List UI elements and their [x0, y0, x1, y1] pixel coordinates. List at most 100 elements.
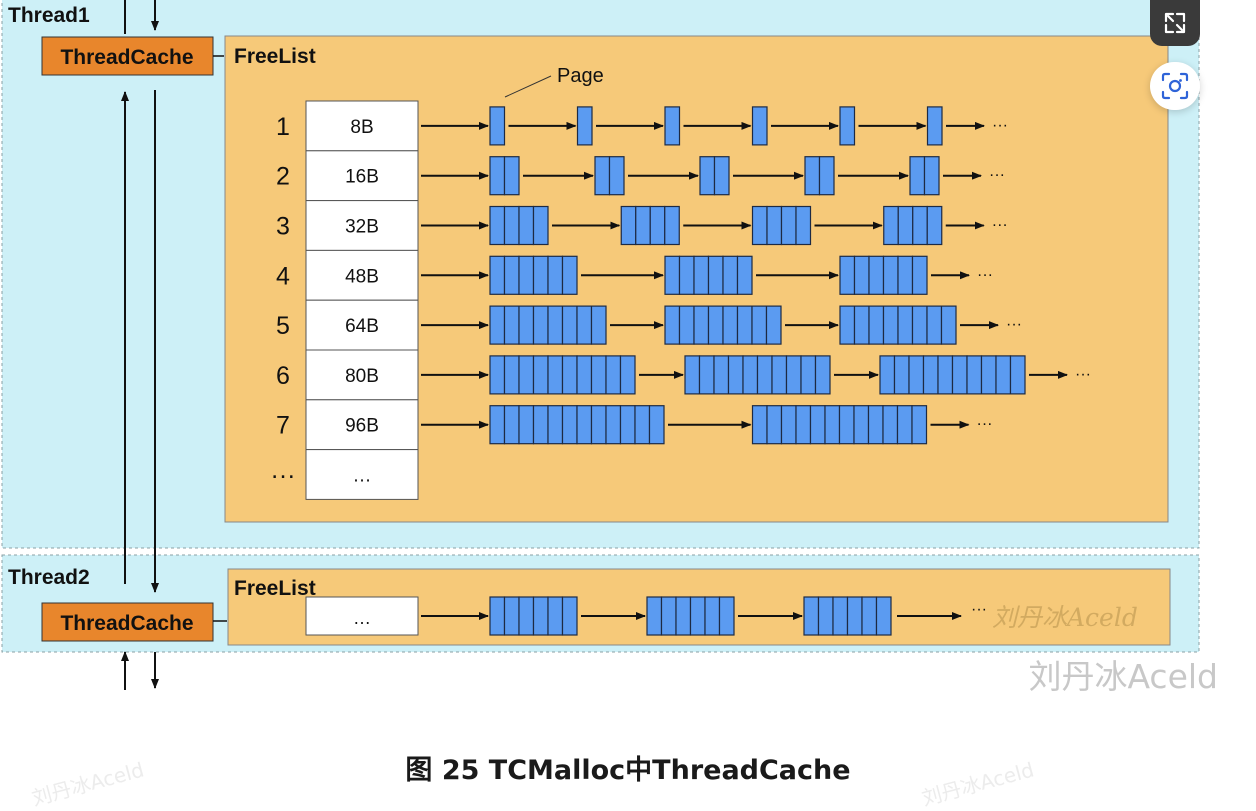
memory-block	[922, 355, 939, 395]
page-group	[926, 106, 943, 146]
thread1-cache-box	[41, 36, 214, 76]
freelist2-chain: …···	[305, 596, 987, 636]
memory-block	[503, 355, 520, 395]
memory-block	[608, 156, 625, 196]
memory-block	[814, 355, 831, 395]
memory-block	[698, 355, 715, 395]
memory-block	[547, 405, 564, 445]
memory-block	[868, 305, 885, 345]
memory-block	[576, 106, 593, 146]
memory-block	[664, 255, 681, 295]
memory-block	[751, 205, 768, 246]
memory-block	[882, 305, 899, 345]
thread2-cache-label: ThreadCache	[60, 612, 193, 635]
memory-block	[722, 305, 739, 345]
page-group	[489, 405, 665, 445]
page-group	[489, 596, 578, 636]
memory-block	[664, 106, 681, 146]
memory-block	[518, 305, 535, 345]
size-cell	[305, 249, 419, 301]
memory-block	[713, 355, 730, 395]
memory-block	[561, 405, 578, 445]
size-cell	[305, 399, 419, 451]
memory-block	[561, 596, 578, 636]
row-index: 5	[276, 312, 290, 340]
size-label: 48B	[345, 266, 379, 287]
size-cell	[305, 100, 419, 152]
memory-block	[693, 305, 710, 345]
memory-block	[911, 405, 928, 445]
memory-block	[646, 596, 663, 636]
page-group	[751, 106, 768, 146]
memory-block	[503, 405, 520, 445]
memory-block	[620, 205, 637, 246]
memory-block	[951, 355, 968, 395]
memory-block	[518, 405, 535, 445]
size-cell	[305, 299, 419, 351]
memory-block	[751, 305, 768, 345]
memory-block	[809, 405, 826, 445]
page-group	[751, 205, 812, 246]
memory-block	[785, 355, 802, 395]
memory-block	[489, 156, 506, 196]
memory-block	[879, 355, 896, 395]
memory-block	[800, 355, 817, 395]
size-label: 80B	[345, 366, 379, 387]
row-index: 7	[276, 412, 290, 440]
page-group	[839, 106, 856, 146]
page-group	[646, 596, 735, 636]
memory-block	[693, 255, 710, 295]
memory-block	[722, 255, 739, 295]
memory-block	[966, 355, 983, 395]
page-group	[620, 205, 680, 246]
memory-block	[839, 305, 856, 345]
memory-block	[780, 205, 797, 246]
memory-block	[707, 305, 724, 345]
size-cell	[305, 200, 419, 251]
lens-search-button[interactable]	[1150, 62, 1200, 110]
page-group	[839, 255, 928, 295]
memory-block	[518, 205, 535, 246]
memory-block	[839, 255, 856, 295]
memory-block	[751, 405, 768, 445]
memory-block	[547, 305, 564, 345]
page-pointer-line	[504, 75, 552, 98]
memory-block	[684, 355, 701, 395]
expand-icon	[1164, 12, 1186, 34]
memory-block	[839, 106, 856, 146]
memory-block	[727, 355, 744, 395]
thread2-cache-box	[41, 602, 214, 642]
memory-block	[908, 355, 925, 395]
page-label: Page	[557, 65, 604, 87]
memory-block	[547, 596, 564, 636]
page-group	[489, 156, 520, 196]
expand-button[interactable]	[1150, 0, 1200, 46]
size-label: 8B	[350, 117, 373, 138]
memory-block	[648, 405, 665, 445]
memory-block	[736, 305, 753, 345]
page-group	[489, 305, 607, 345]
memory-block	[926, 106, 943, 146]
memory-block	[518, 596, 535, 636]
memory-block	[803, 596, 820, 636]
memory-block	[532, 405, 549, 445]
memory-block	[909, 156, 926, 196]
memory-block	[678, 255, 695, 295]
memory-block	[576, 355, 593, 395]
memory-block	[518, 255, 535, 295]
freelist2-title: FreeList	[234, 577, 316, 600]
row-index: 2	[276, 163, 290, 191]
watermark-inline: 刘丹冰Aceld	[992, 603, 1138, 632]
memory-block	[605, 355, 622, 395]
page-group	[751, 405, 928, 445]
memory-block	[937, 355, 954, 395]
freelist-title: FreeList	[234, 45, 316, 68]
memory-block	[590, 305, 607, 345]
memory-block	[818, 156, 835, 196]
memory-block	[853, 405, 870, 445]
memory-block	[766, 205, 783, 246]
chain-continuation: ···	[989, 167, 1005, 184]
size-label: 96B	[345, 416, 379, 437]
page-group	[803, 596, 892, 636]
memory-block	[489, 255, 506, 295]
